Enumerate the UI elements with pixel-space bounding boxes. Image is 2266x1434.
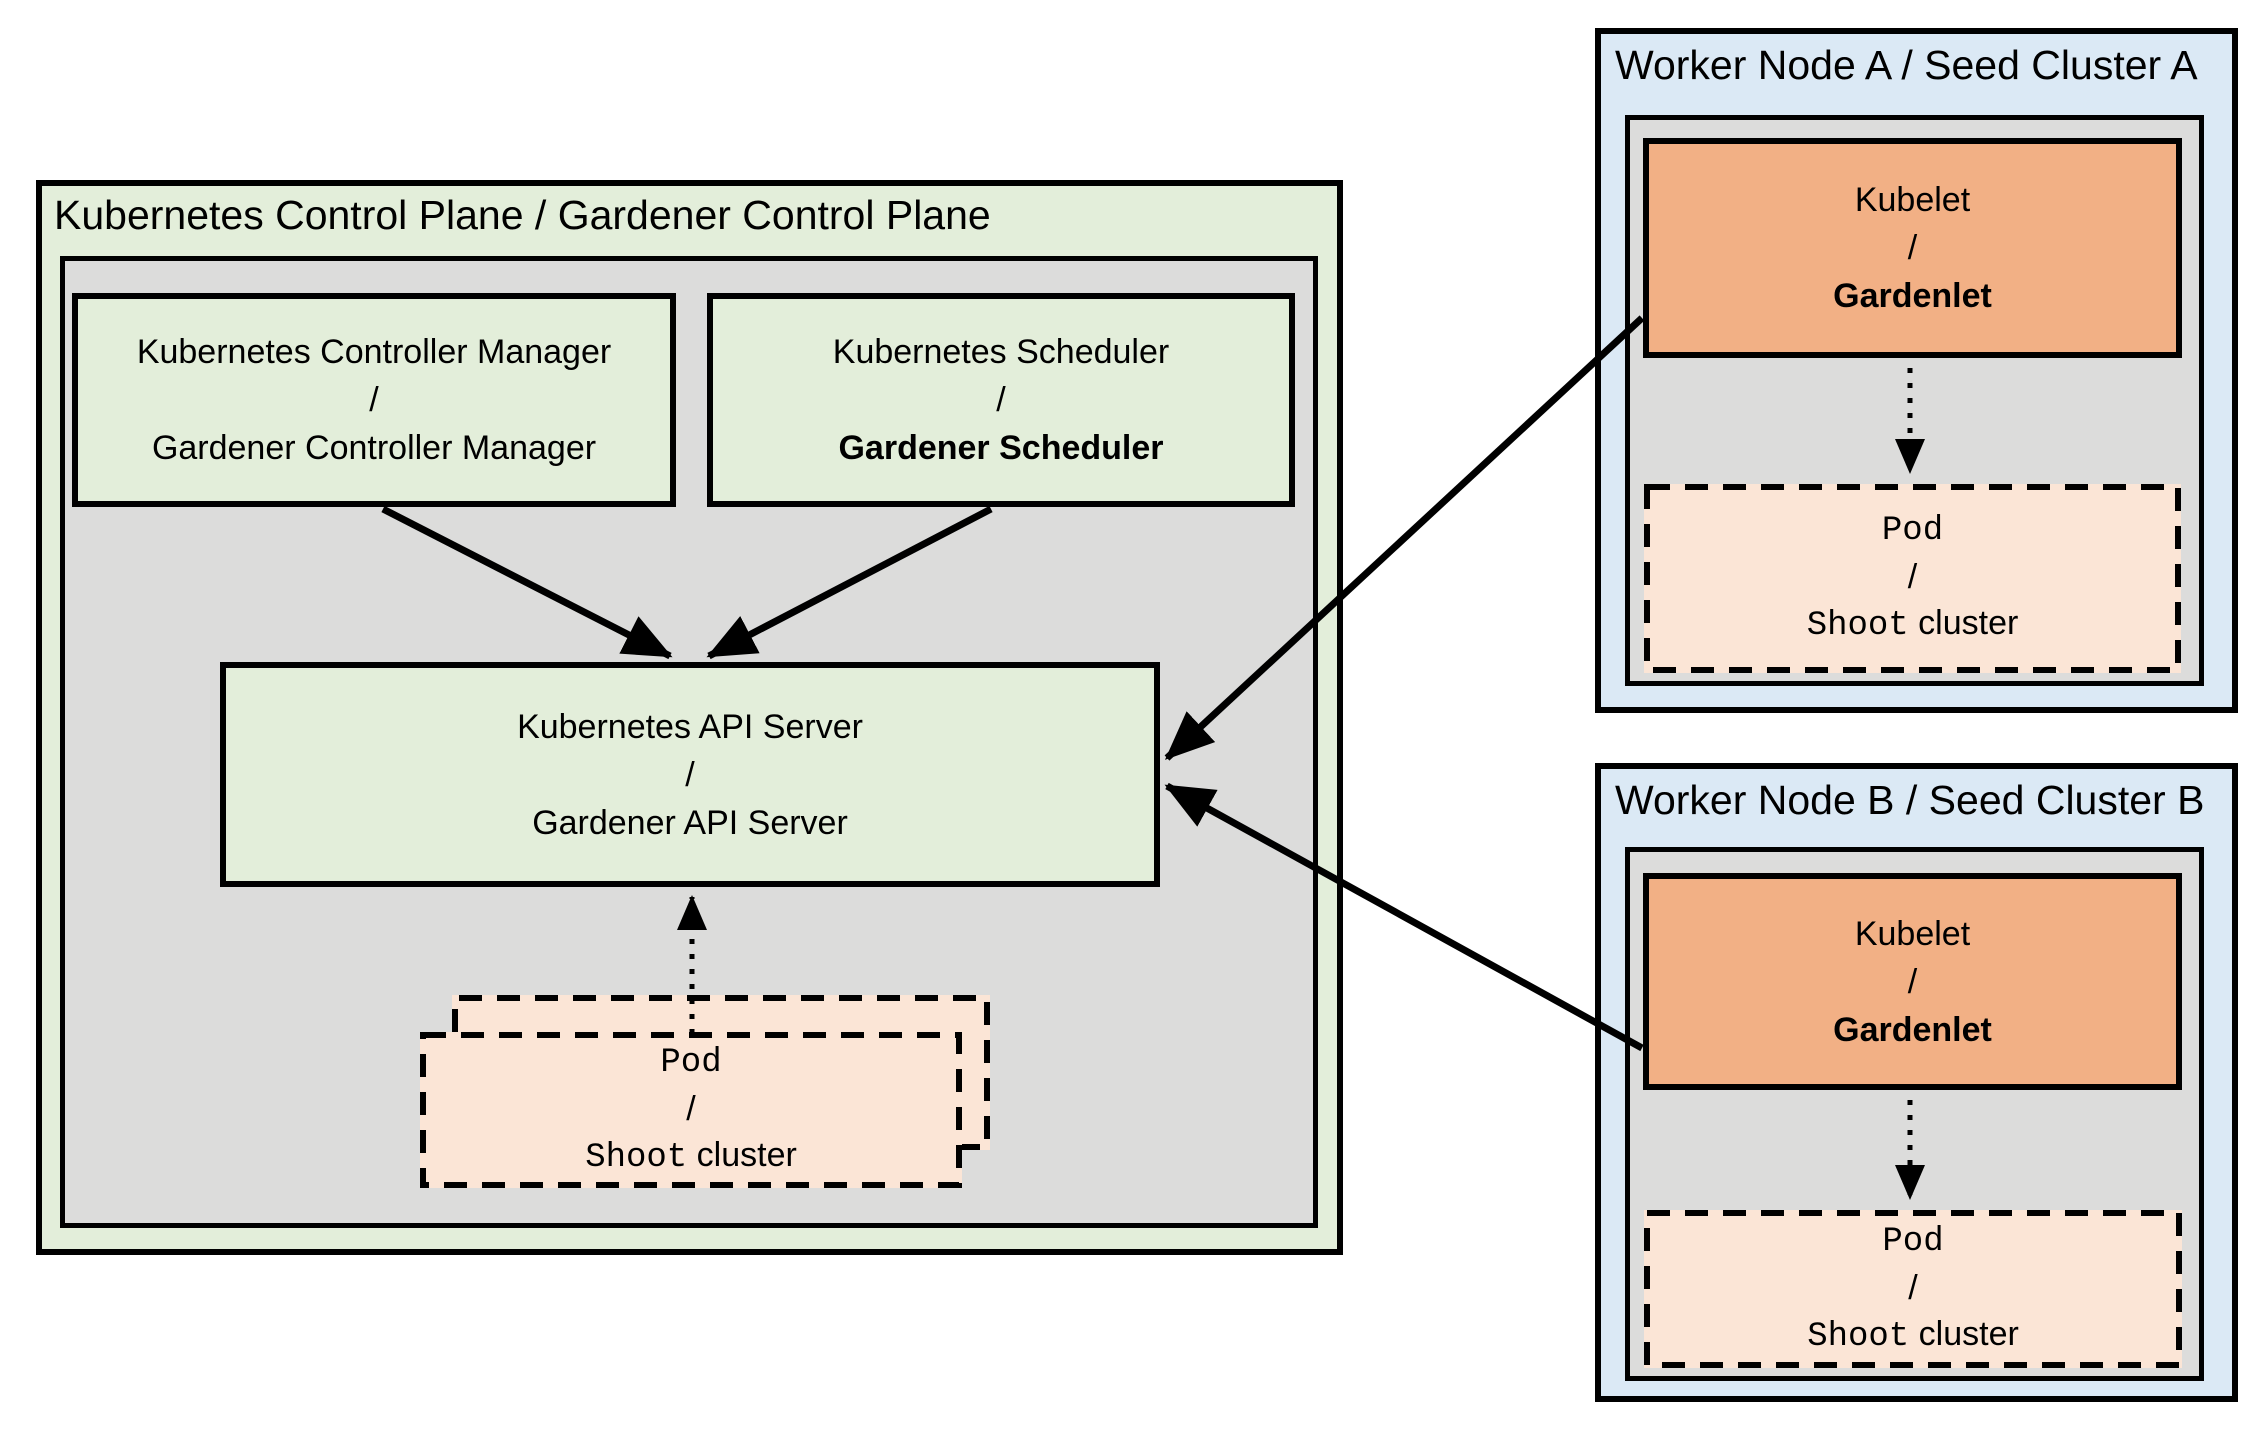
pod-b-line3: Shoot cluster	[1807, 1311, 2019, 1360]
api-server-line2: Gardener API Server	[532, 803, 848, 842]
worker-node-b-title: Worker Node B / Seed Cluster B	[1615, 777, 2205, 823]
pod-b-cluster: cluster	[1918, 1314, 2019, 1353]
controller-manager-line2: Gardener Controller Manager	[151, 429, 597, 467]
pod-a-line3: Shoot cluster	[1807, 600, 2019, 649]
pod-shoot-stack-front-box: Pod / Shoot cluster	[420, 1032, 962, 1188]
api-server-box: Kubernetes API Server / Gardener API Ser…	[220, 662, 1160, 887]
pod-a-separator: /	[1907, 558, 1918, 596]
pod-a-line1: Pod	[1881, 512, 1944, 550]
kubelet-gardenlet-b-box: Kubelet / Gardenlet	[1643, 873, 2182, 1090]
pod-stack-line3: Shoot cluster	[585, 1132, 797, 1181]
controller-manager-box: Kubernetes Controller Manager / Gardener…	[72, 293, 676, 507]
pod-shoot-a-box: Pod / Shoot cluster	[1644, 484, 2181, 673]
kubelet-b-line1: Kubelet	[1854, 914, 1971, 953]
controller-manager-line1: Kubernetes Controller Manager	[136, 333, 612, 371]
api-server-line1: Kubernetes API Server	[517, 707, 863, 746]
pod-b-line1: Pod	[1882, 1222, 1944, 1261]
pod-stack-line1: Pod	[660, 1043, 722, 1082]
kubelet-b-line2: Gardenlet	[1833, 1010, 1992, 1049]
scheduler-line1: Kubernetes Scheduler	[832, 333, 1170, 371]
kubelet-gardenlet-a-box: Kubelet / Gardenlet	[1643, 138, 2182, 358]
pod-stack-separator: /	[686, 1089, 696, 1128]
pod-a-cluster: cluster	[1918, 604, 2019, 642]
kubelet-a-separator: /	[1907, 229, 1918, 267]
scheduler-box: Kubernetes Scheduler / Gardener Schedule…	[707, 293, 1295, 507]
pod-shoot-b-box: Pod / Shoot cluster	[1644, 1210, 2182, 1368]
pod-a-shoot: Shoot	[1806, 607, 1909, 645]
scheduler-line2: Gardener Scheduler	[838, 429, 1164, 467]
kubelet-a-line2: Gardenlet	[1833, 277, 1992, 315]
pod-stack-shoot: Shoot	[585, 1138, 688, 1177]
controller-manager-separator: /	[369, 381, 379, 419]
pod-b-shoot: Shoot	[1807, 1317, 1910, 1356]
kubelet-a-line1: Kubelet	[1854, 181, 1971, 219]
worker-node-a-title: Worker Node A / Seed Cluster A	[1615, 42, 2198, 88]
scheduler-separator: /	[996, 381, 1006, 419]
kubelet-b-separator: /	[1907, 962, 1918, 1001]
pod-b-separator: /	[1908, 1268, 1918, 1307]
pod-stack-cluster: cluster	[696, 1135, 797, 1174]
control-plane-title: Kubernetes Control Plane / Gardener Cont…	[54, 192, 991, 238]
api-server-separator: /	[685, 755, 695, 794]
